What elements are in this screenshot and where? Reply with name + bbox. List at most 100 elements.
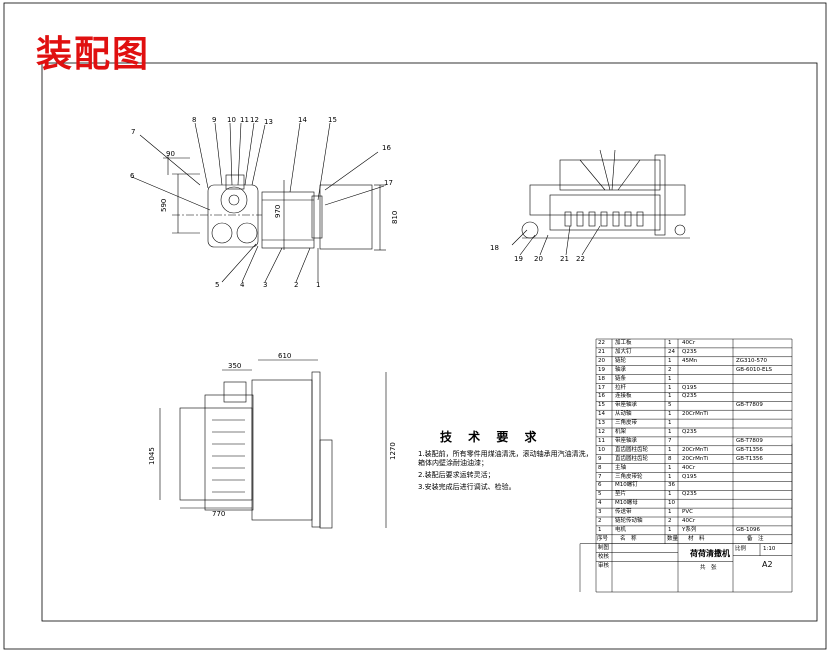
callout-8: 8 bbox=[192, 116, 196, 124]
bom-name: 链轮传动轴 bbox=[615, 518, 643, 524]
callout-18: 18 bbox=[490, 244, 499, 252]
callout-1: 1 bbox=[316, 281, 320, 289]
bom-no: 16 bbox=[598, 393, 605, 400]
bom-standard: ZG310-570 bbox=[736, 357, 768, 364]
bom-name: 传送带 bbox=[615, 509, 632, 516]
bom-material: Y系列 bbox=[682, 526, 697, 533]
callout-5: 5 bbox=[215, 281, 219, 289]
callout-9: 9 bbox=[212, 116, 216, 124]
bom-material: 40Cr bbox=[682, 464, 696, 471]
bom-qty: 8 bbox=[668, 455, 672, 462]
bom-header-no: 序号 bbox=[597, 535, 609, 542]
bom-no: 21 bbox=[598, 348, 605, 355]
bom-standard: GB-T7809 bbox=[736, 402, 763, 409]
bom-no: 1 bbox=[598, 526, 602, 533]
bom-no: 6 bbox=[598, 482, 602, 489]
dim-350: 350 bbox=[228, 362, 241, 370]
bom-material: Q235 bbox=[682, 429, 697, 435]
bom-name: 主轴 bbox=[615, 464, 627, 471]
bom-no: 8 bbox=[598, 464, 602, 471]
bom-no: 22 bbox=[598, 340, 605, 346]
bom-material: 40Cr bbox=[682, 340, 696, 346]
bom-name: 机架 bbox=[615, 429, 627, 435]
callout-6: 6 bbox=[130, 172, 135, 180]
callout-12: 12 bbox=[250, 116, 259, 124]
bom-name: 带座轴承 bbox=[615, 437, 638, 444]
bom-name: 拉杆 bbox=[615, 384, 627, 391]
callout-21: 21 bbox=[560, 255, 569, 263]
bom-qty: 1 bbox=[668, 464, 672, 471]
bom-grid bbox=[579, 338, 793, 593]
bom-name: 三角皮带轮 bbox=[615, 473, 643, 480]
requirement-1: 1.装配前，所有零件用煤油清洗，滚动轴承用汽油清洗， bbox=[418, 450, 593, 458]
bom-qty: 1 bbox=[668, 509, 672, 516]
bom-header-material: 材 料 bbox=[688, 535, 705, 542]
top-view-labels: 350 610 1045 1270 770 bbox=[148, 352, 397, 518]
callout-4: 4 bbox=[240, 281, 245, 289]
callout-10: 10 bbox=[227, 116, 236, 124]
front-view-labels: 7 6 8 9 10 11 12 13 14 15 16 17 5 4 3 2 … bbox=[130, 116, 399, 289]
bom-no: 7 bbox=[598, 473, 602, 480]
bom-qty: 36 bbox=[668, 482, 675, 489]
bom-no: 19 bbox=[598, 366, 605, 373]
callout-3: 3 bbox=[263, 281, 267, 289]
bom-qty: 1 bbox=[668, 491, 672, 498]
bom-no: 20 bbox=[598, 357, 605, 364]
dim-1270: 1270 bbox=[389, 442, 397, 460]
top-view bbox=[159, 359, 387, 529]
label-drawn: 制图 bbox=[598, 544, 610, 551]
inner-frame bbox=[41, 62, 818, 622]
bom-name: 连接板 bbox=[615, 393, 632, 400]
bom-no: 12 bbox=[598, 429, 605, 435]
callout-11: 11 bbox=[240, 116, 249, 124]
bom-material: 40Cr bbox=[682, 518, 696, 524]
bom-no: 14 bbox=[598, 411, 605, 418]
dim-90: 90 bbox=[166, 150, 175, 158]
page-title: 装配图 bbox=[36, 33, 151, 75]
requirement-1-cont: 箱体内壁涂耐油油漆； bbox=[418, 459, 488, 467]
bom-name: M10螺钉 bbox=[615, 482, 638, 489]
dim-610: 610 bbox=[278, 352, 291, 360]
bom-name: 链轮 bbox=[615, 357, 627, 364]
bom-qty: 1 bbox=[668, 340, 672, 346]
bom-material: Q195 bbox=[682, 473, 697, 480]
bom-standard: GB-T7809 bbox=[736, 437, 763, 444]
bom-standard: GB-1096 bbox=[736, 526, 761, 533]
side-view-labels: 18 19 20 21 22 bbox=[490, 244, 585, 263]
callout-15: 15 bbox=[328, 116, 337, 124]
bom-qty: 1 bbox=[668, 357, 672, 364]
bom-name: 加大钉 bbox=[615, 348, 632, 355]
bom-no: 13 bbox=[598, 420, 605, 427]
callout-16: 16 bbox=[382, 144, 391, 152]
bom-qty: 2 bbox=[668, 518, 672, 524]
label-checked: 校核 bbox=[598, 553, 610, 560]
bom-no: 5 bbox=[598, 491, 602, 498]
label-scale: 比例 bbox=[735, 545, 747, 552]
callout-22: 22 bbox=[576, 255, 585, 263]
callout-14: 14 bbox=[298, 116, 307, 124]
callout-2: 2 bbox=[294, 281, 298, 289]
dim-770: 770 bbox=[212, 510, 225, 518]
bom-name: 从动轴 bbox=[615, 411, 632, 418]
bom-header-std: 备 注 bbox=[747, 535, 764, 542]
bom-qty: 7 bbox=[668, 437, 672, 444]
dim-1045: 1045 bbox=[148, 447, 156, 465]
callout-13: 13 bbox=[264, 118, 273, 126]
bom-qty: 1 bbox=[668, 420, 672, 427]
sheet-size: A2 bbox=[762, 559, 773, 569]
dim-970: 970 bbox=[274, 205, 282, 218]
bom-material: Q195 bbox=[682, 384, 697, 391]
side-view bbox=[511, 149, 690, 256]
bom-name: 直齿圆柱齿轮 bbox=[615, 455, 649, 462]
bom-no: 18 bbox=[598, 375, 605, 382]
bom-qty: 1 bbox=[668, 429, 672, 435]
bom-qty: 1 bbox=[668, 411, 672, 418]
outer-frame bbox=[3, 2, 827, 650]
bom-no: 3 bbox=[598, 509, 602, 516]
requirement-2: 2.装配后要求运转灵活； bbox=[418, 471, 495, 479]
bom-material: PVC bbox=[682, 509, 693, 516]
bom-name: 直齿圆柱齿轮 bbox=[615, 446, 649, 453]
bom-material: 20CrMnTi bbox=[682, 455, 709, 462]
bom-material: 20CrMnTi bbox=[682, 411, 709, 418]
scale-value: 1:10 bbox=[763, 545, 776, 552]
